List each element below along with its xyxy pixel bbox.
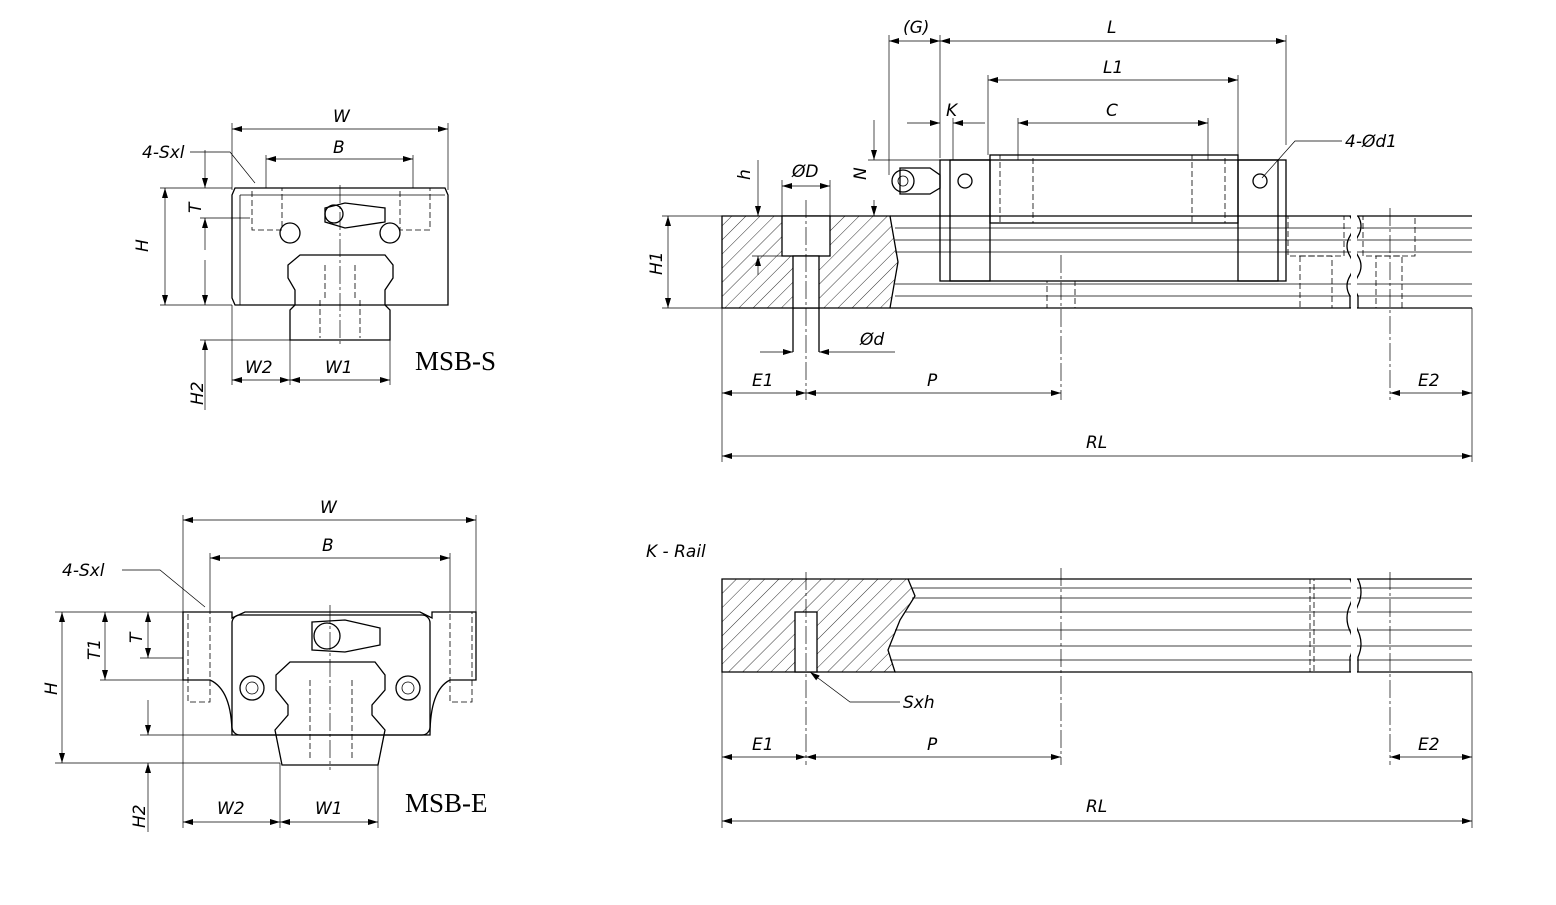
msb-s-view: W B 4-Sxl H T H2 W2 W1 MSB-S bbox=[133, 107, 496, 410]
side-view: (G) L L1 C K 4-Ød1 N h ØD H1 bbox=[647, 18, 1473, 462]
k-rail-p-label: P bbox=[927, 735, 938, 755]
k-rail-sxh-label: Sxh bbox=[903, 693, 935, 713]
msb-s-b-label: B bbox=[333, 138, 345, 158]
msb-s-w-label: W bbox=[333, 107, 351, 127]
side-h1-label: H1 bbox=[647, 251, 667, 275]
k-rail-e2-label: E2 bbox=[1418, 735, 1440, 755]
msb-e-view: W B 4-Sxl T1 T H H2 W2 W1 MSB-E bbox=[42, 498, 488, 832]
msb-e-s-label: 4-Sxl bbox=[62, 561, 105, 581]
side-g-label: (G) bbox=[903, 18, 929, 38]
k-rail-title: K - Rail bbox=[646, 542, 706, 562]
msb-e-w1-label: W1 bbox=[315, 799, 343, 819]
side-l1-label: L1 bbox=[1103, 58, 1123, 78]
side-n-label: N bbox=[851, 167, 871, 180]
msb-e-h-label: H bbox=[42, 682, 62, 695]
side-l-label: L bbox=[1107, 18, 1116, 38]
msb-s-h2-label: H2 bbox=[188, 381, 208, 405]
msb-e-t1-label: T1 bbox=[85, 639, 105, 660]
msb-e-title: MSB-E bbox=[405, 788, 488, 818]
side-h-label: h bbox=[735, 169, 755, 180]
msb-e-t-label: T bbox=[127, 631, 147, 643]
side-d-upper-label: ØD bbox=[791, 162, 818, 182]
msb-e-w2-label: W2 bbox=[217, 799, 245, 819]
msb-s-title: MSB-S bbox=[415, 346, 496, 376]
msb-e-w-label: W bbox=[320, 498, 338, 518]
side-p-label: P bbox=[927, 371, 938, 391]
side-k-label: K bbox=[946, 101, 959, 121]
side-rl-label: RL bbox=[1086, 433, 1107, 453]
msb-e-h2-label: H2 bbox=[130, 804, 150, 828]
msb-s-s-label: 4-Sxl bbox=[142, 143, 185, 163]
msb-e-b-label: B bbox=[322, 536, 334, 556]
side-d-lower-label: Ød bbox=[859, 330, 884, 350]
k-rail-view: K - Rail Sxh E1 P E2 RL bbox=[646, 542, 1473, 828]
msb-s-w1-label: W1 bbox=[325, 358, 353, 378]
msb-s-h-label: H bbox=[133, 239, 153, 252]
k-rail-rl-label: RL bbox=[1086, 797, 1107, 817]
msb-s-t-label: T bbox=[186, 201, 206, 213]
side-e2-label: E2 bbox=[1418, 371, 1440, 391]
side-c-label: C bbox=[1106, 101, 1118, 121]
side-e1-label: E1 bbox=[752, 371, 774, 391]
msb-s-w2-label: W2 bbox=[245, 358, 273, 378]
side-d1-label: 4-Ød1 bbox=[1345, 132, 1397, 152]
k-rail-e1-label: E1 bbox=[752, 735, 774, 755]
